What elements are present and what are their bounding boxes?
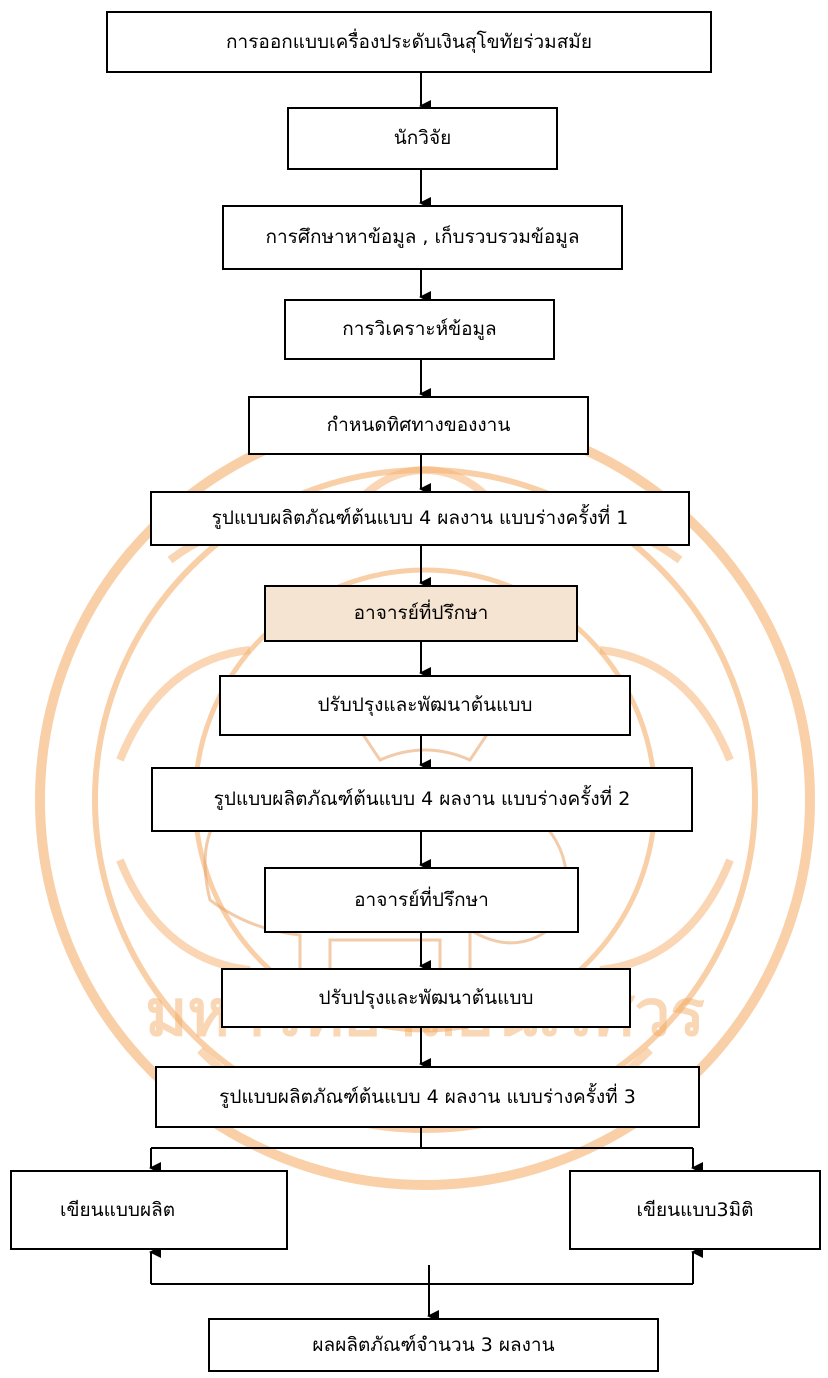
advisor-2-box: อาจารย์ที่ปรึกษา <box>264 867 579 933</box>
prototype-draft-1-label: รูปแบบผลิตภัณฑ์ต้นแบบ 4 ผลงาน แบบร่างครั… <box>211 507 629 529</box>
data-collection-label: การศึกษาหาข้อมูล , เก็บรวบรวมข้อมูล <box>265 226 580 248</box>
prototype-draft-2-box: รูปแบบผลิตภัณฑ์ต้นแบบ 4 ผลงาน แบบร่างครั… <box>151 767 693 832</box>
work-direction-box: กำหนดทิศทางของงาน <box>248 396 589 455</box>
improve-2-box: ปรับปรุงและพัฒนาต้นแบบ <box>221 968 631 1028</box>
researcher-label: นักวิจัย <box>393 127 452 149</box>
improve-2-label: ปรับปรุงและพัฒนาต้นแบบ <box>318 986 534 1009</box>
data-collection-box: การศึกษาหาข้อมูล , เก็บรวบรวมข้อมูล <box>222 205 623 270</box>
work-direction-label: กำหนดทิศทางของงาน <box>326 414 511 436</box>
advisor-2-label: อาจารย์ที่ปรึกษา <box>354 888 489 911</box>
prototype-draft-3-label: รูปแบบผลิตภัณฑ์ต้นแบบ 4 ผลงาน แบบร่างครั… <box>219 1085 636 1108</box>
final-products-label: ผลผลิตภัณฑ์จำนวน 3 ผลงาน <box>312 1333 555 1356</box>
improve-1-box: ปรับปรุงและพัฒนาต้นแบบ <box>219 675 631 736</box>
improve-1-label: ปรับปรุงและพัฒนาต้นแบบ <box>317 694 533 716</box>
data-analysis-label: การวิเคราะห์ข้อมูล <box>342 318 497 340</box>
data-analysis-box: การวิเคราะห์ข้อมูล <box>284 299 555 360</box>
final-products-box: ผลผลิตภัณฑ์จำนวน 3 ผลงาน <box>208 1318 659 1372</box>
prototype-draft-3-box: รูปแบบผลิตภัณฑ์ต้นแบบ 4 ผลงาน แบบร่างครั… <box>155 1066 700 1128</box>
3d-drawing-box: เขียนแบบ3มิติ <box>569 1170 821 1250</box>
advisor-1-label: อาจารย์ที่ปรึกษา <box>353 602 489 624</box>
production-drawing-box: เขียนแบบผลิต <box>10 1170 288 1250</box>
production-drawing-label: เขียนแบบผลิต <box>60 1198 176 1221</box>
researcher-box: นักวิจัย <box>287 107 558 170</box>
prototype-draft-2-label: รูปแบบผลิตภัณฑ์ต้นแบบ 4 ผลงาน แบบร่างครั… <box>213 788 631 810</box>
title-label: การออกแบบเครื่องประดับเงินสุโขทัยร่วมสมั… <box>226 30 592 53</box>
title-box: การออกแบบเครื่องประดับเงินสุโขทัยร่วมสมั… <box>106 11 712 73</box>
3d-drawing-label: เขียนแบบ3มิติ <box>636 1198 754 1221</box>
advisor-1-box: อาจารย์ที่ปรึกษา <box>264 585 578 642</box>
prototype-draft-1-box: รูปแบบผลิตภัณฑ์ต้นแบบ 4 ผลงาน แบบร่างครั… <box>150 491 690 546</box>
